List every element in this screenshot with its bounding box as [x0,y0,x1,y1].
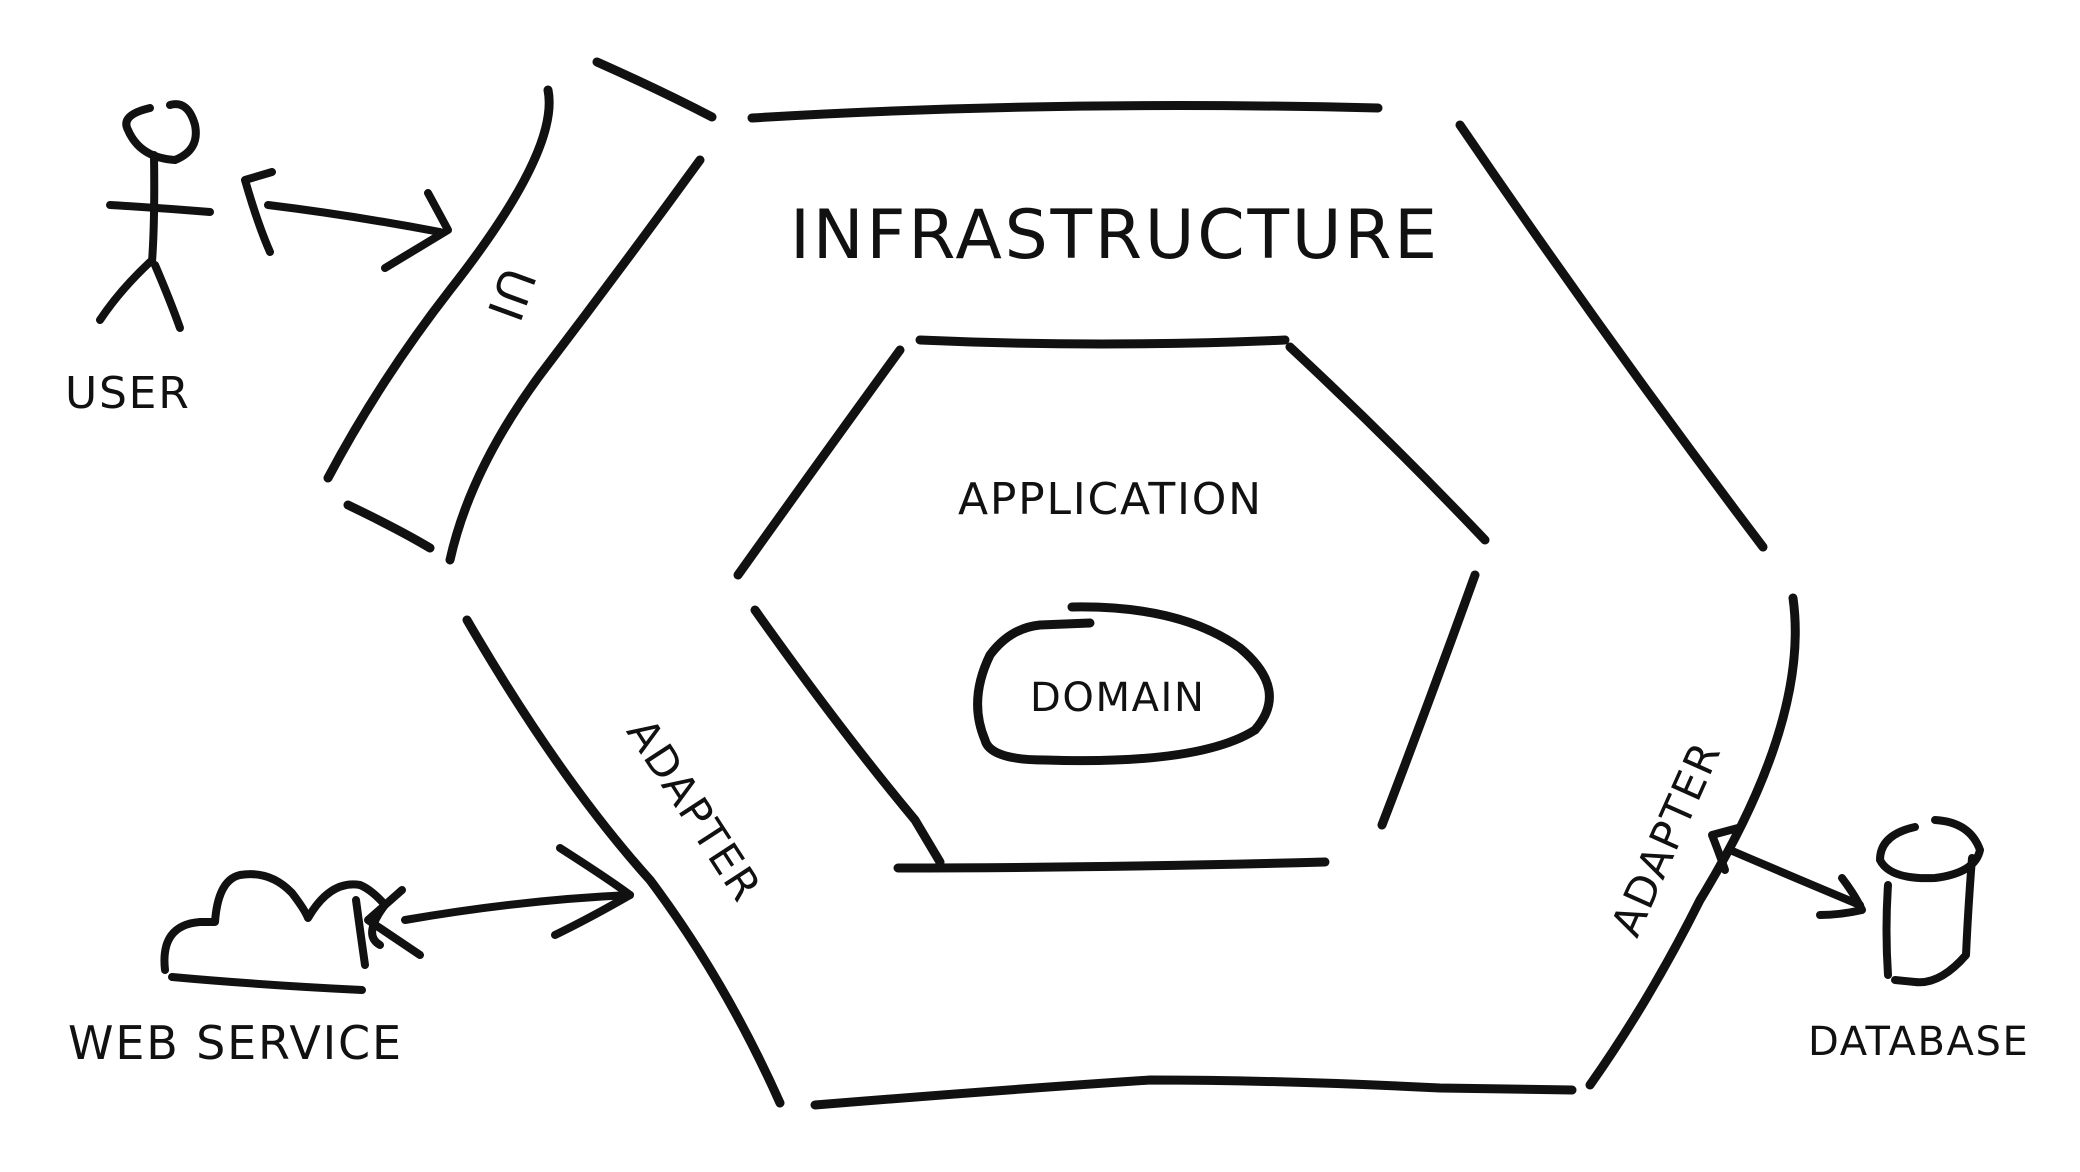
cloud-icon [160,870,389,994]
outer-hexagon [445,101,1800,1110]
cylinder-icon [1876,816,1984,987]
user-ui-arrow [241,168,452,272]
webservice-adapter-arrow [364,844,634,959]
domain-loop [973,602,1274,766]
stick-figure-icon [96,100,214,332]
domain-label: DOMAIN [1030,675,1206,721]
web-service-label: WEB SERVICE [68,1016,403,1070]
inner-hexagon [733,335,1490,873]
database-label: DATABASE [1808,1019,2030,1065]
infrastructure-label: INFRASTRUCTURE [790,196,1440,275]
adapter-database-arrow [1708,824,1866,919]
user-label: USER [65,368,191,419]
application-label: APPLICATION [958,474,1263,525]
ui-slab [323,57,717,553]
